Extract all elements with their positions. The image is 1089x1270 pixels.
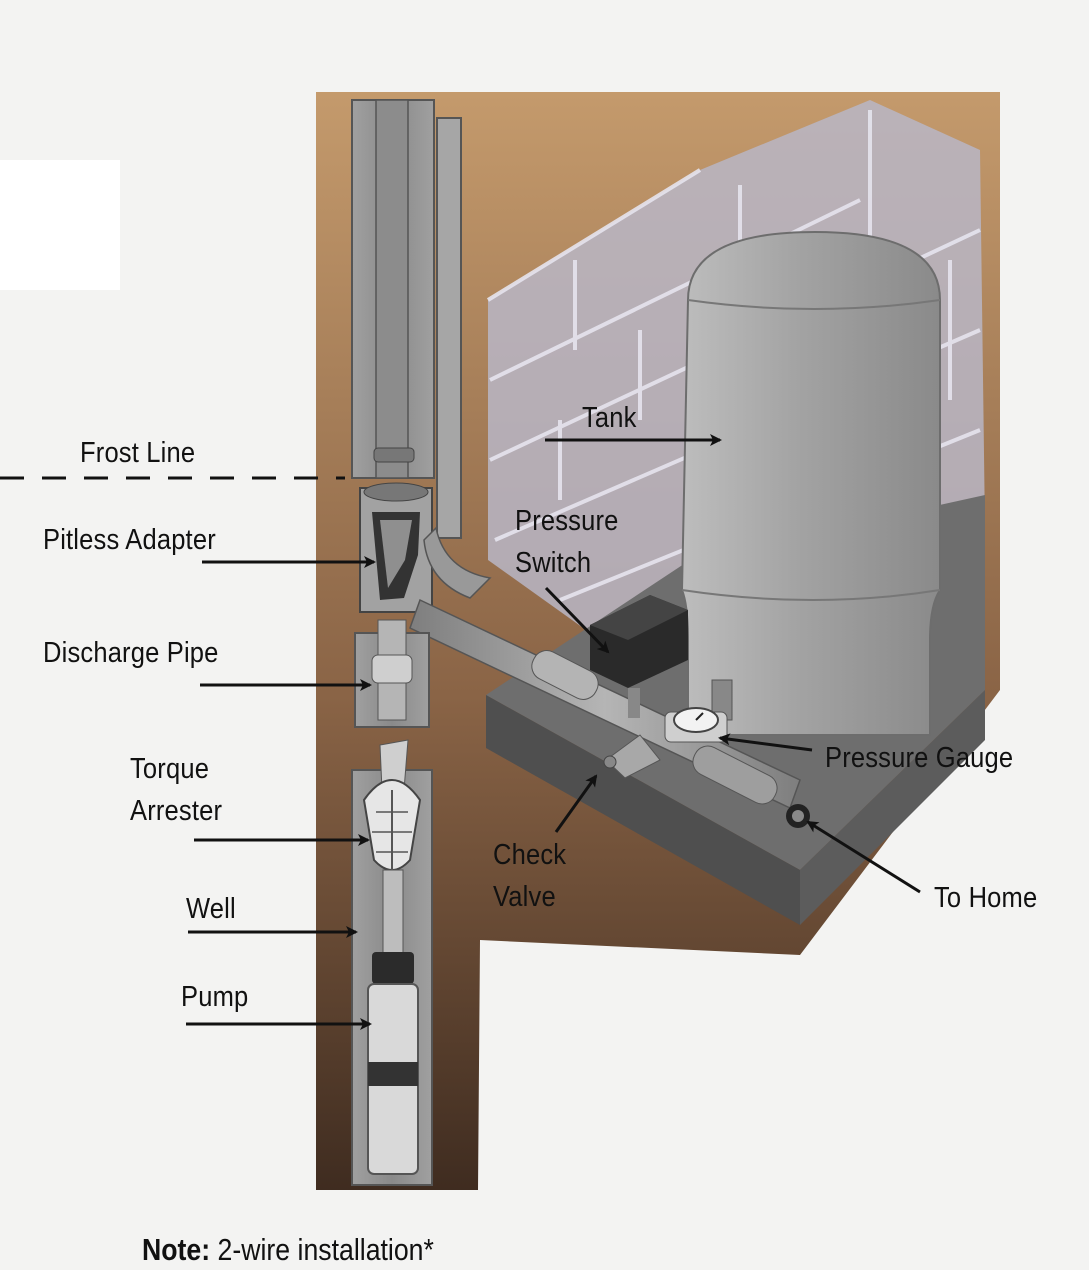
pressure-switch — [590, 595, 688, 718]
label-tank: Tank — [582, 402, 637, 434]
label-well: Well — [186, 893, 236, 925]
label-pitless-adapter: Pitless Adapter — [43, 524, 216, 556]
label-check-valve-line2: Valve — [493, 881, 556, 913]
installation-note: Note: 2-wire installation* — [142, 1232, 434, 1268]
label-pressure-switch-line1: Pressure — [515, 505, 619, 537]
label-torque-arrester-line2: Arrester — [130, 795, 223, 827]
note-prefix: Note: — [142, 1232, 211, 1267]
label-torque-arrester-line1: Torque — [130, 753, 210, 785]
pressure-gauge — [664, 707, 728, 743]
pressure-switch-arrow — [544, 586, 610, 654]
well-casing-lower — [351, 739, 433, 1186]
pressure-tank — [680, 230, 941, 736]
label-pressure-gauge: Pressure Gauge — [825, 742, 1014, 774]
to-home-arrow — [806, 820, 921, 894]
label-pressure-switch-line2: Switch — [515, 547, 592, 579]
label-check-valve-line1: Check — [493, 839, 567, 871]
label-frost-line: Frost Line — [80, 437, 196, 469]
pressure-gauge-arrow — [718, 733, 813, 752]
background-panel — [0, 160, 120, 290]
discharge-pipe-segment — [354, 619, 430, 728]
check-valve-arrow — [554, 774, 598, 833]
pitless-adapter — [359, 482, 492, 613]
label-discharge-pipe: Discharge Pipe — [43, 637, 219, 669]
check-valve — [603, 734, 661, 779]
label-pump: Pump — [181, 981, 249, 1013]
label-to-home: To Home — [934, 882, 1038, 914]
well-casing-upper — [351, 99, 462, 539]
discharge-line — [409, 598, 810, 828]
note-text: 2-wire installation* — [210, 1232, 434, 1267]
